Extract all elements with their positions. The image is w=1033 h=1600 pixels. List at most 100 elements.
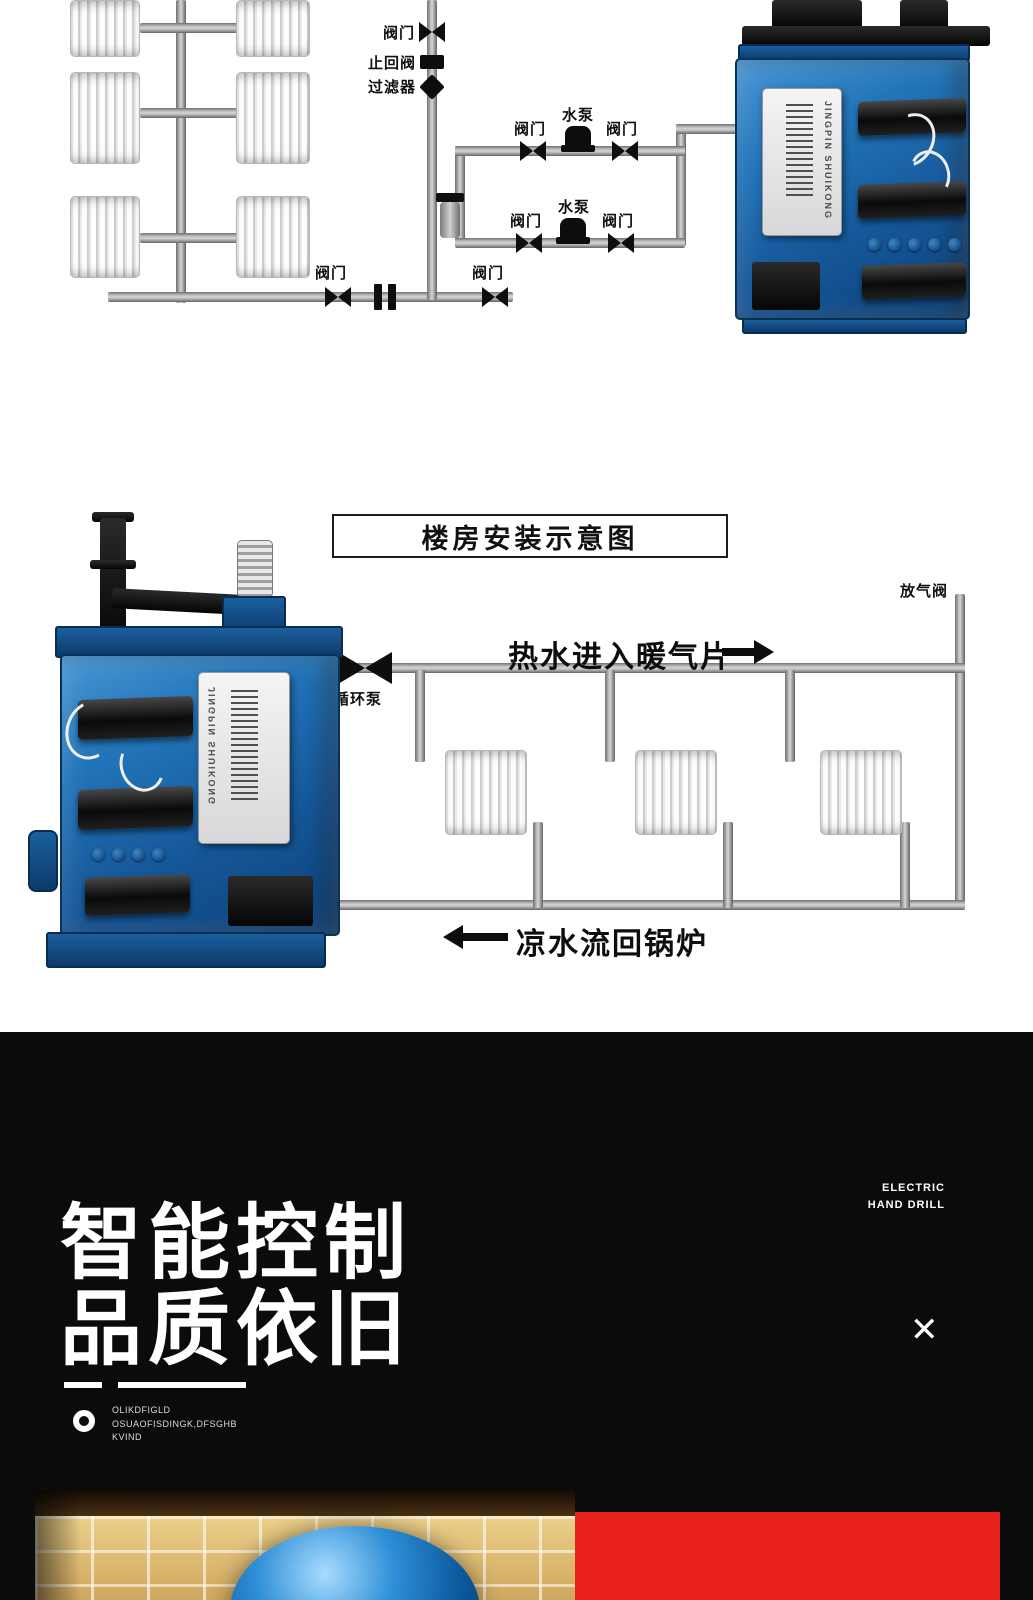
small-text-line1: OLIKDFIGLD [112,1405,171,1415]
boiler-knob [888,238,901,251]
pipe-segment [325,900,965,910]
photo-top-shadow [35,1490,575,1516]
pump-label: 水泵 [562,107,595,124]
radiator [70,72,140,164]
valve-icon [482,287,508,307]
filter-icon [419,74,445,100]
valve-icon [612,141,638,161]
chimney-flange [90,560,136,569]
chimney-cap [92,512,134,522]
radiator [236,196,310,278]
boiler-ash-door [228,876,313,926]
radiator [70,0,140,57]
pipe-segment [533,822,543,908]
vent-louvers [231,690,259,803]
side-tank [28,830,58,892]
hot-water-flow-label: 热水进入暖气片 [508,641,732,674]
boiler-brand-text: JINGPIN SHUIKONG [823,101,833,221]
pump-motor [237,540,273,598]
circulation-pump-icon [338,652,392,684]
pipe-segment [900,822,910,908]
pipe-segment [427,0,437,300]
ring-bullet-icon [73,1410,95,1432]
boiler-knob [152,848,165,861]
pipe-segment [955,594,965,910]
valve-icon [520,141,546,161]
red-panel [575,1512,1000,1600]
pipe-segment [676,124,756,134]
pipe-segment [140,233,240,243]
boiler-knob [948,238,961,251]
return-water-flow-label: 凉水流回锅炉 [516,928,708,961]
air-separator-icon [436,193,464,238]
small-text-line2: OSUAOFISDINGK,DFSGHB [112,1418,238,1429]
close-icon: ✕ [910,1311,939,1349]
pump-label: 水泵 [558,199,591,216]
divider-bar [118,1382,246,1388]
valve-label: 阀门 [383,25,416,42]
boiler-vent-plate: JINGPIN SHUIKONG [198,672,290,844]
pipe-segment [415,670,425,762]
radiator [820,750,902,835]
boiler-ash-door [752,262,820,310]
valve-label: 阀门 [472,265,505,282]
check-valve-label: 止回阀 [368,55,417,72]
corner-text-line1: ELECTRIC [882,1182,945,1194]
product-photo [35,1490,575,1600]
valve-label: 阀门 [602,213,635,230]
banner-corner-text: ELECTRIC HAND DRILL [868,1180,945,1213]
valve-icon [516,233,542,253]
radiator [236,72,310,164]
radiator [236,0,310,57]
chimney [100,518,126,646]
check-valve-icon [420,55,444,69]
pipe-segment [176,0,186,303]
valve-label: 阀门 [606,121,639,138]
pipe-segment [108,292,513,302]
boiler-knob [92,848,105,861]
boiler-chimney-cap [772,0,862,28]
air-valve-label: 放气阀 [900,583,949,600]
filter-label: 过滤器 [368,79,417,96]
boiler-knob [868,238,881,251]
radiator [445,750,527,835]
vent-louvers [786,103,813,200]
boiler-top-beam [742,26,990,46]
union-fitting-icon [388,284,396,310]
divider-bar [64,1382,102,1388]
radiator [635,750,717,835]
pipe-segment [723,822,733,908]
small-text-line3: KVIND [112,1432,143,1442]
boiler-handle [85,874,190,916]
banner-heading-line1: 智能控制 [60,1198,413,1289]
boiler-knob [112,848,125,861]
valve-label: 阀门 [514,121,547,138]
boiler-handle [862,262,966,300]
corner-text-line2: HAND DRILL [867,1198,945,1211]
boiler-top-box [900,0,948,30]
valve-label: 阀门 [315,265,348,282]
boiler-vent-plate: JINGPIN SHUIKONG [762,88,842,236]
pipe-segment [330,663,965,673]
valve-label: 阀门 [510,213,543,230]
boiler-knob [908,238,921,251]
pipe-segment [140,108,240,118]
boiler-knob [132,848,145,861]
pipe-segment [140,23,240,33]
diagram-title: 楼房安装示意图 [332,514,728,558]
photo-left-shade [35,1490,81,1600]
banner-small-text: OLIKDFIGLD OSUAOFISDINGK,DFSGHB KVIND [112,1404,237,1445]
valve-icon [325,287,351,307]
union-fitting-icon [374,284,382,310]
boiler-handle [858,181,966,219]
boiler-brand-text-mirrored: JINGPIN SHUIKONG [207,687,217,807]
boiler-knob [928,238,941,251]
valve-icon [419,22,445,42]
banner-heading-line2: 品质依旧 [60,1284,413,1375]
pipe-segment [785,670,795,762]
water-pump-icon [556,218,590,244]
water-pump-icon [561,126,595,152]
boiler-handle [78,785,193,831]
pipe-segment [676,124,686,246]
